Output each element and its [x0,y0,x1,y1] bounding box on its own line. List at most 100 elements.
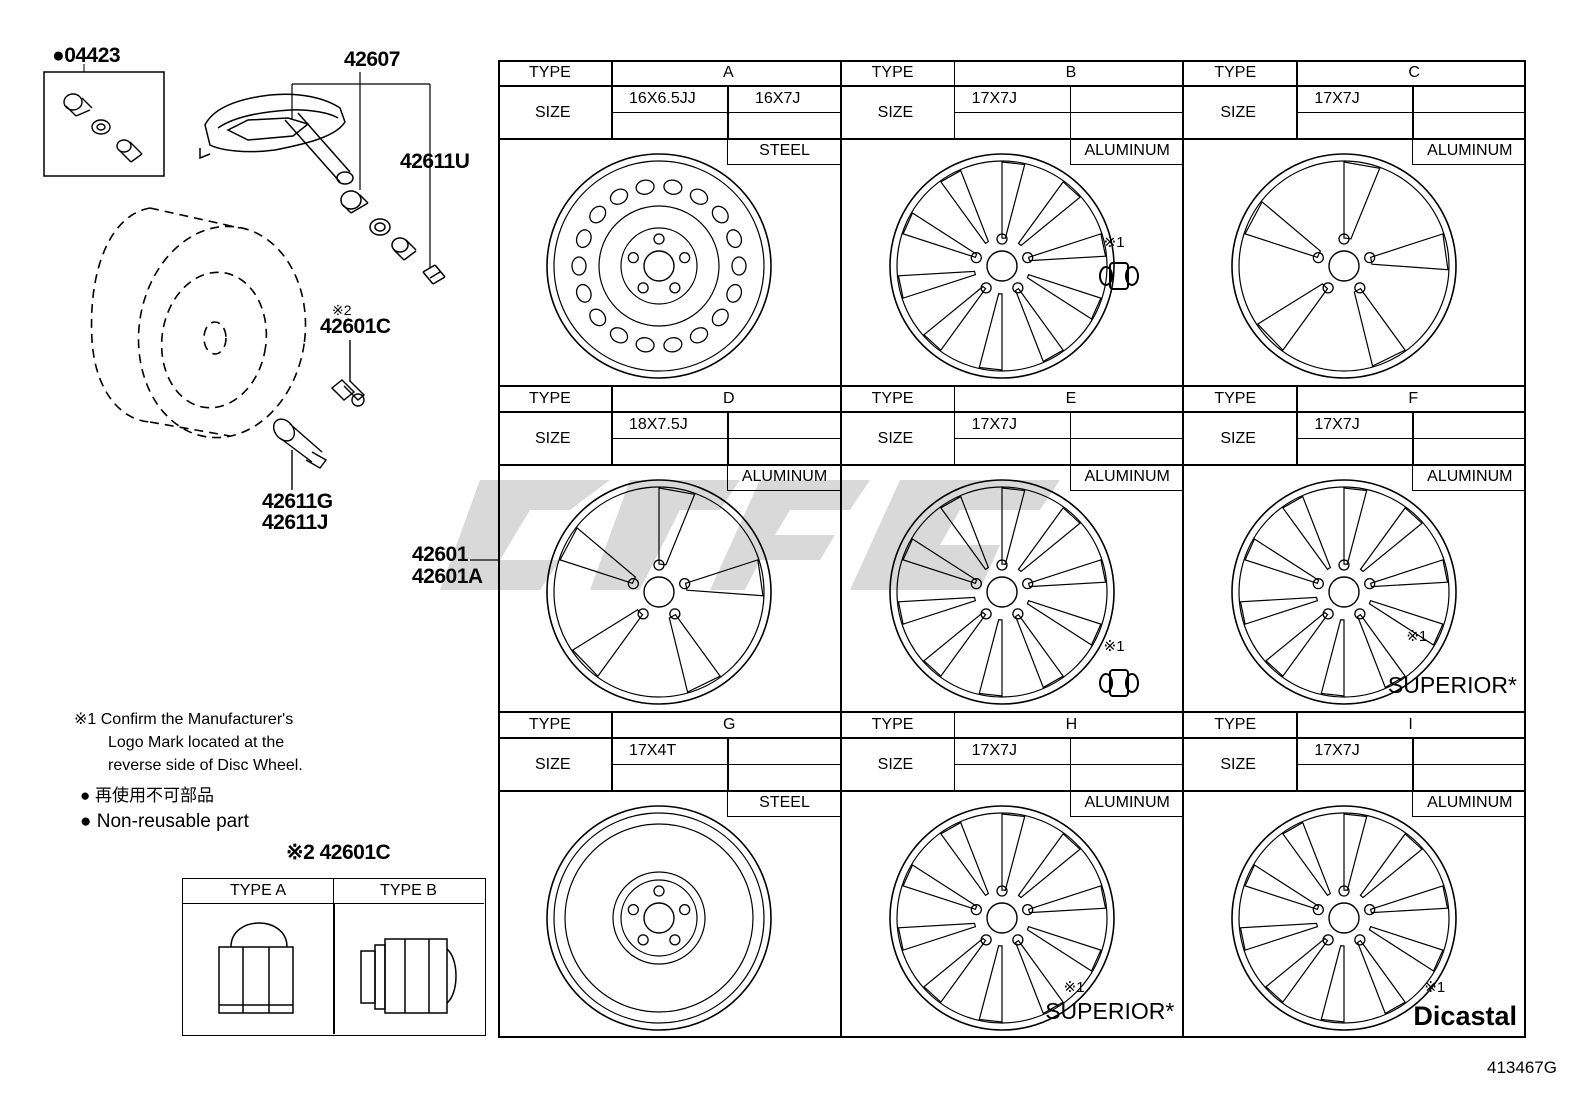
row-line [841,464,1183,466]
type-value: C [1408,64,1420,81]
ref-note-mark: ※1 [1406,628,1428,645]
type-value: I [1408,716,1413,733]
material-label: ALUMINUM [1069,791,1184,817]
type-label: TYPE [871,390,914,407]
col-line [1296,387,1298,464]
col-line [611,387,613,464]
part-42611J-label: 42611J [262,511,328,534]
note-1-line-3: reverse side of Disc Wheel. [108,757,303,774]
col-line [953,713,956,790]
row-line [1184,85,1525,87]
row-line [499,138,840,140]
col-line [1412,85,1414,138]
col-line [611,713,613,790]
size-value: 17X7J [971,90,1018,107]
diagram-id: 413467G [1487,1058,1557,1077]
manufacturer-label: SUPERIOR* [1045,998,1175,1024]
type-value: E [1065,390,1077,407]
nut-table-title: ※2 42601C [286,841,391,864]
row-line [611,438,841,439]
material-label: ALUMINUM [1412,791,1527,817]
row-line [499,464,840,466]
col-line [953,387,956,464]
type-value: D [723,390,735,407]
size-value: 17X7J [1314,90,1360,107]
row-line [953,112,1184,113]
wheel-h-icon [888,805,1115,1031]
ref2-mark: ※2 [332,302,352,318]
type-label: TYPE [529,390,571,407]
wheel-cell-e: TYPE E SIZE 17X7J ALUMINUM ※1 [840,386,1184,712]
size-value: 16X7J [755,90,801,107]
wheel-f-icon [1231,479,1458,705]
nut-type-table: TYPE A TYPE B [182,878,486,1036]
size-label: SIZE [535,104,571,121]
row-line [499,790,840,792]
type-value: H [1065,716,1078,733]
col-line [1069,85,1072,138]
row-line [1296,764,1527,765]
part-04423-label: ●04423 [52,44,121,67]
material-label: ALUMINUM [1412,139,1527,165]
ref-note-mark: ※1 [1103,638,1125,655]
col-line [1069,737,1072,790]
ref-note-mark: ※1 [1424,979,1446,996]
manufacturer-label: SUPERIOR* [1387,672,1517,698]
size-label: SIZE [877,104,914,121]
tire-icon [90,207,307,439]
wheel-g-icon [546,805,772,1031]
row-line [953,438,1184,439]
col-line [1412,411,1414,464]
row-line [1184,790,1525,792]
type-label: TYPE [529,64,571,81]
type-value: G [723,716,736,733]
material-label: ALUMINUM [1069,139,1184,165]
nonreusable-dot-icon: ● [52,44,65,67]
type-value: A [723,64,734,81]
note-1-line-1: ※1 Confirm the Manufacturer's [74,711,294,728]
nut-types-drawing [218,922,457,1014]
row-line [1184,138,1525,140]
size-label: SIZE [877,430,914,447]
row-line [1184,464,1525,466]
type-value: B [1065,64,1077,81]
material-label: ALUMINUM [1069,465,1184,491]
row-line [1296,438,1527,439]
bullet-icon: ● [80,811,92,832]
size-value: 17X7J [1314,416,1360,433]
wheel-a-icon [546,153,772,379]
left-parts-drawing [43,64,500,561]
wheel-d-icon [546,479,772,705]
size-value: 18X7.5J [629,416,688,433]
row-line [1184,737,1525,739]
size-value: 17X7J [971,416,1018,433]
type-label: TYPE [529,716,571,733]
note-1-line-2: Logo Mark located at the [108,734,285,751]
col-line [953,61,956,138]
part-42601C-label: 42601C [320,315,391,338]
nut-type-b-header: TYPE B [333,879,484,904]
row-line [841,138,1183,140]
col-line [727,411,729,464]
bullet-icon: ● [80,786,91,805]
size-label: SIZE [1220,104,1256,121]
row-line [611,112,841,113]
legend-en: ● Non-reusable part [80,811,249,832]
nut-type-a-header: TYPE A [183,879,334,904]
type-label: TYPE [871,716,914,733]
flange-nut-icon [360,938,457,1014]
row-line [1296,112,1527,113]
size-value: 17X7J [971,742,1018,759]
wheel-c-icon [1231,153,1458,379]
wheel-i-icon [1231,805,1458,1031]
ref-note-mark: ※1 [1063,979,1085,996]
legend-jp: ● 再使用不可部品 [80,786,215,805]
row-line [611,764,841,765]
size-label: SIZE [535,430,571,447]
logo-mark-icon [1098,669,1139,697]
logo-mark-icon [1098,262,1139,290]
row-line [841,411,1183,413]
type-label: TYPE [1214,716,1257,733]
